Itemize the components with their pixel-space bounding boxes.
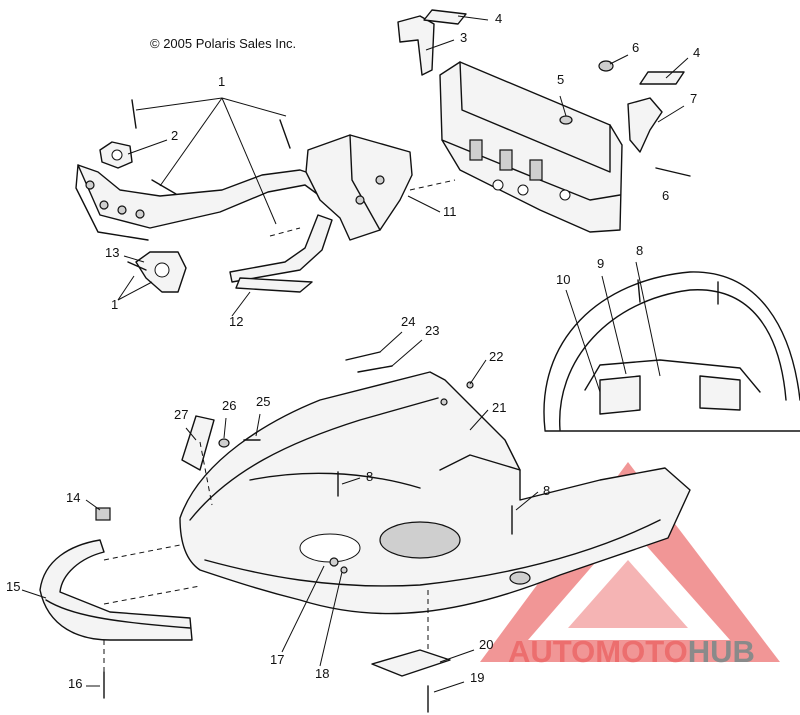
callout-number: 4	[693, 45, 700, 60]
callout-number: 17	[270, 652, 284, 667]
callout-number: 11	[443, 204, 457, 219]
callout-number: 19	[470, 670, 484, 685]
callout-number: 13	[105, 245, 119, 260]
callout-number: 7	[690, 91, 697, 106]
callout-number: 25	[256, 394, 270, 409]
watermark-logo	[480, 462, 780, 662]
inset-hood-view	[543, 271, 800, 432]
callout-number: 23	[425, 323, 439, 338]
callout-number: 18	[315, 666, 329, 681]
hood-assembly	[179, 371, 691, 615]
callout-number: 22	[489, 349, 503, 364]
steering-arm-part	[229, 214, 333, 293]
front-bumper-part	[39, 507, 193, 699]
rear-bracket-assembly	[305, 134, 413, 241]
leader-lines	[21, 15, 689, 693]
callout-number: 12	[229, 314, 243, 329]
callout-number: 2	[171, 128, 178, 143]
cross-member-assembly	[397, 9, 691, 233]
callout-number: 6	[632, 40, 639, 55]
callout-number: 10	[556, 272, 570, 287]
callout-number: 8	[366, 469, 373, 484]
assembly-guide-lines	[103, 179, 456, 672]
watermark-part2: HUB	[688, 634, 755, 669]
callout-number: 4	[495, 11, 502, 26]
callout-number: 8	[636, 243, 643, 258]
callout-number: 1	[111, 297, 118, 312]
watermark-part1: AUTOMOTO	[508, 634, 688, 669]
fasteners	[337, 351, 513, 535]
callout-number: 8	[543, 483, 550, 498]
callout-number: 24	[401, 314, 415, 329]
callout-number: 9	[597, 256, 604, 271]
front-frame-assembly	[75, 99, 331, 293]
callout-number: 21	[492, 400, 506, 415]
callout-number: 26	[222, 398, 236, 413]
callout-number: 3	[460, 30, 467, 45]
callout-number: 14	[66, 490, 80, 505]
callout-number: 5	[557, 72, 564, 87]
callout-number: 6	[662, 188, 669, 203]
callout-number: 1	[218, 74, 225, 89]
callout-number: 20	[479, 637, 493, 652]
small-plates	[181, 415, 451, 713]
callout-number: 15	[6, 579, 20, 594]
callout-number: 16	[68, 676, 82, 691]
callout-number: 27	[174, 407, 188, 422]
copyright-text: © 2005 Polaris Sales Inc.	[150, 36, 296, 51]
watermark-text: AUTOMOTOHUB	[508, 634, 755, 669]
